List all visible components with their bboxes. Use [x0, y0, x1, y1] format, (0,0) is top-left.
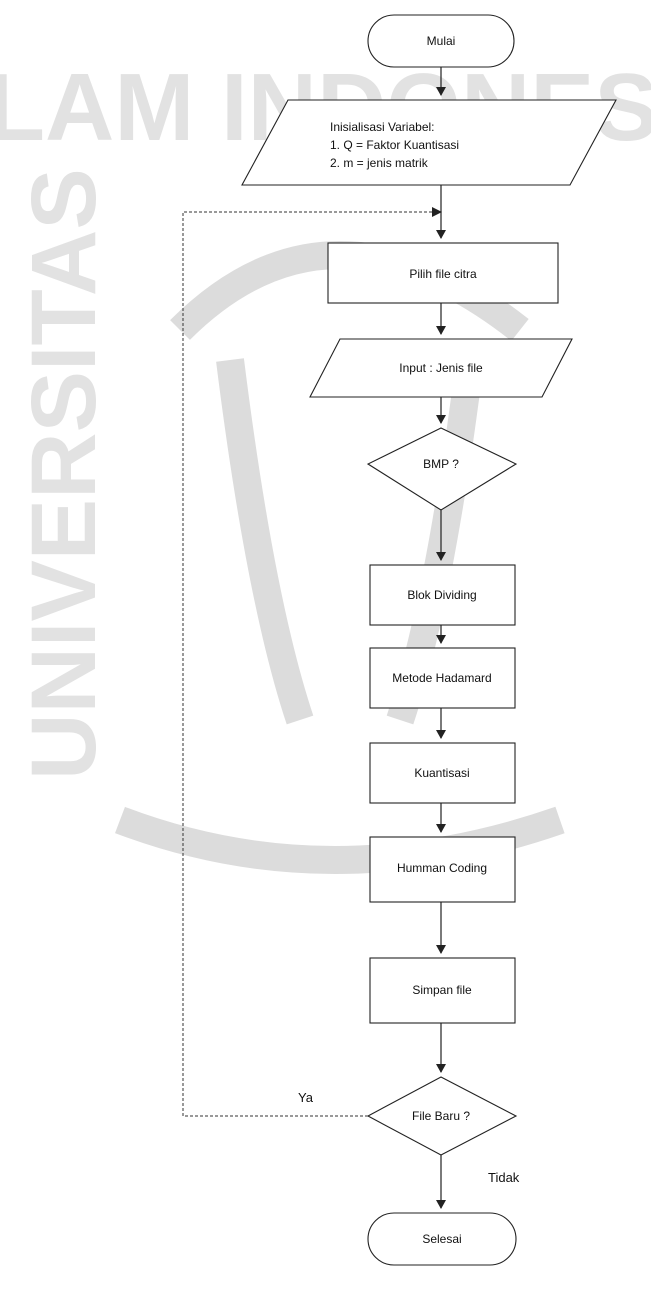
edge-ya-label: Ya: [298, 1090, 314, 1105]
seal-emblem-left: [216, 358, 314, 725]
node-metode-hadamard: Metode Hadamard: [369, 647, 516, 709]
bmp-label: BMP ?: [423, 457, 459, 471]
selesai-terminator-shape: [367, 1212, 517, 1266]
init-line-2: 1. Q = Faktor Kuantisasi: [330, 138, 459, 152]
pilih-file-process-shape: [327, 242, 559, 304]
edge-ya-arrowhead: [432, 207, 442, 217]
node-blok-dividing: Blok Dividing: [369, 564, 516, 626]
kuantisasi-process-shape: [369, 742, 516, 804]
node-simpan-file: Simpan file: [369, 957, 516, 1024]
input-parallelogram-shape: [309, 338, 573, 398]
init-line-1: Inisialisasi Variabel:: [330, 120, 435, 134]
huffman-label: Humman Coding: [397, 861, 487, 875]
node-pilih-file: Pilih file citra: [327, 242, 559, 304]
init-parallelogram-shape: [241, 99, 617, 186]
init-line-3: 2. m = jenis matrik: [330, 156, 429, 170]
watermark-side-text: UNIVERSITAS: [13, 168, 115, 780]
huffman-process-shape: [369, 836, 516, 903]
start-label: Mulai: [427, 34, 456, 48]
blok-dividing-process-shape: [369, 564, 516, 626]
simpan-file-process-shape: [369, 957, 516, 1024]
node-file-baru-decision: File Baru ?: [366, 1076, 518, 1156]
input-label: Input : Jenis file: [399, 361, 483, 375]
selesai-label: Selesai: [422, 1232, 461, 1246]
edge-ya-loop: [182, 211, 432, 1117]
node-input: Input : Jenis file: [309, 338, 573, 398]
node-init: Inisialisasi Variabel: 1. Q = Faktor Kua…: [241, 99, 617, 186]
node-bmp-decision: BMP ?: [366, 427, 518, 511]
node-huffman-coding: Humman Coding: [369, 836, 516, 903]
hadamard-label: Metode Hadamard: [392, 671, 491, 685]
node-kuantisasi: Kuantisasi: [369, 742, 516, 804]
hadamard-process-shape: [369, 647, 516, 709]
blok-dividing-label: Blok Dividing: [407, 588, 476, 602]
edge-tidak-label: Tidak: [488, 1170, 520, 1185]
file-baru-label: File Baru ?: [412, 1109, 470, 1123]
kuantisasi-label: Kuantisasi: [414, 766, 469, 780]
simpan-file-label: Simpan file: [412, 983, 472, 997]
node-start: Mulai: [367, 14, 515, 68]
pilih-file-label: Pilih file citra: [409, 267, 477, 281]
node-selesai: Selesai: [367, 1212, 517, 1266]
